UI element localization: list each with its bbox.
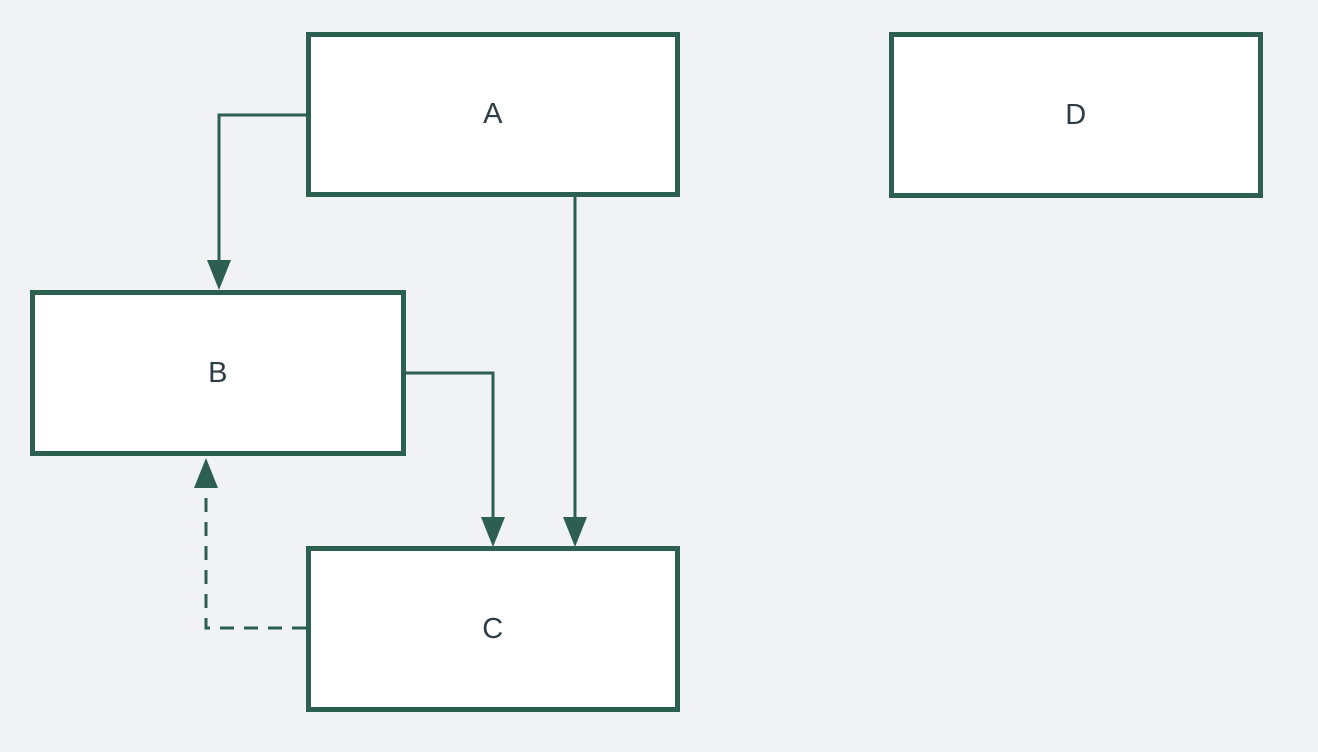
edge-c-to-b-arrowhead — [194, 458, 218, 488]
node-b[interactable]: B — [30, 290, 406, 456]
edge-b-to-c — [406, 371, 505, 547]
node-a[interactable]: A — [306, 32, 680, 197]
edge-a-to-b — [207, 113, 306, 290]
edge-b-to-c-arrowhead — [481, 517, 505, 547]
edge-b-to-c-line — [406, 371, 495, 519]
node-c-label: C — [482, 612, 504, 645]
node-d-label: D — [1065, 98, 1087, 131]
edge-c-to-b — [194, 458, 306, 630]
edge-a-to-b-arrowhead — [207, 260, 231, 290]
node-a-label: A — [483, 98, 503, 130]
node-b-label: B — [208, 356, 228, 389]
edge-a-to-c — [563, 197, 587, 547]
edge-a-to-b-line — [217, 113, 306, 262]
node-c[interactable]: C — [306, 546, 680, 712]
edge-a-to-c-arrowhead — [563, 517, 587, 547]
edge-c-to-b-line — [204, 486, 306, 630]
node-d[interactable]: D — [889, 32, 1263, 198]
